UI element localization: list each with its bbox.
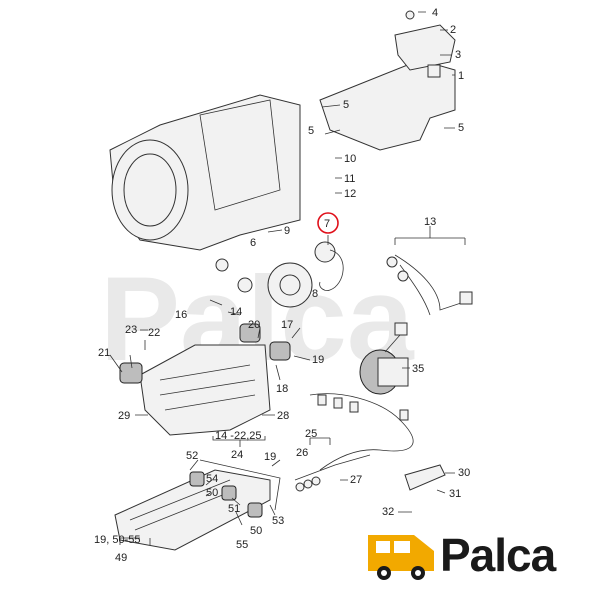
callout-52: 52 (186, 450, 198, 462)
transmission-housing (109, 94, 301, 251)
mounting-bracket (319, 10, 456, 151)
callout-50-lower: 50 (250, 525, 262, 537)
palca-logo (362, 521, 578, 587)
callout-51: 51 (228, 503, 240, 515)
accumulator-35 (359, 322, 409, 395)
callout-35: 35 (412, 363, 424, 375)
callout-1: 1 (458, 70, 464, 82)
callout-30: 30 (458, 467, 470, 479)
callout-4: 4 (432, 7, 438, 19)
small-bracket (294, 454, 446, 492)
callout-19-upper: 19 (312, 354, 324, 366)
callout-17: 17 (281, 319, 293, 331)
valve-body (119, 323, 291, 436)
callout-31: 31 (449, 488, 461, 500)
callout-18: 18 (276, 383, 288, 395)
callout-53: 53 (272, 515, 284, 527)
callout-5-right: 5 (458, 122, 464, 134)
oil-pipes (386, 254, 473, 316)
callout-23: 23 (125, 324, 137, 336)
lower-plate (114, 459, 281, 551)
callout-12: 12 (344, 188, 356, 200)
callout-49: 49 (115, 552, 127, 564)
callout-21: 21 (98, 347, 110, 359)
logo-text: Palca (440, 529, 556, 581)
callout-28: 28 (277, 410, 289, 422)
callout-29: 29 (118, 410, 130, 422)
callout-labels: 4 2 3 1 5 5 5 10 11 12 9 13 7 6 8 16 14 … (94, 7, 470, 564)
callout-24: 24 (231, 449, 243, 461)
callout-5-left: 5 (308, 125, 314, 137)
leader-lines (109, 11, 466, 545)
callout-14: 14 (230, 306, 242, 318)
callout-3: 3 (455, 49, 461, 61)
callout-26: 26 (296, 447, 308, 459)
callout-50-upper: 50 (206, 487, 218, 499)
callout-19-lower: 19 (264, 451, 276, 463)
callout-7: 7 (324, 218, 330, 230)
callout-10: 10 (344, 153, 356, 165)
callout-32: 32 (382, 506, 394, 518)
van-logo-icon (368, 535, 434, 580)
callout-25: 25 (305, 428, 317, 440)
callout-8: 8 (312, 288, 318, 300)
callout-20: 20 (248, 319, 260, 331)
callout-5-upper: 5 (343, 99, 349, 111)
callout-19-50-55: 19, 50-55 (94, 534, 140, 546)
callout-11: 11 (344, 173, 355, 185)
callout-16: 16 (175, 309, 187, 321)
callout-9: 9 (284, 225, 290, 237)
highlight-ring (317, 212, 339, 234)
sensor-assembly (215, 241, 344, 308)
callout-14-22-25: 14 -22,25 (215, 430, 261, 442)
callout-6: 6 (250, 237, 256, 249)
callout-54: 54 (206, 473, 218, 485)
callout-55: 55 (236, 539, 248, 551)
wiring-harness (309, 393, 414, 471)
callout-27: 27 (350, 474, 362, 486)
callout-13: 13 (424, 216, 436, 228)
callout-22: 22 (148, 327, 160, 339)
callout-2: 2 (450, 24, 456, 36)
